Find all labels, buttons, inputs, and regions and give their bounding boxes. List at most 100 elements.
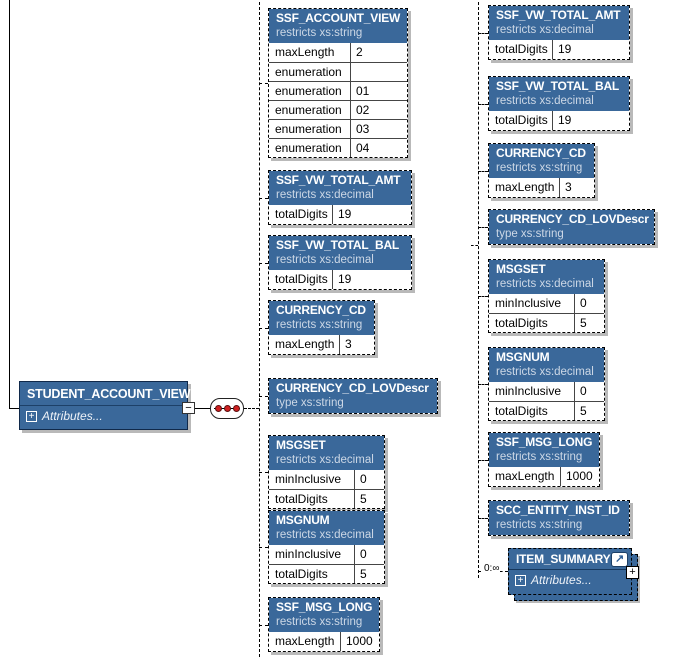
- child-connector-line: [259, 625, 268, 626]
- element-type-label: restricts xs:decimal: [276, 189, 374, 201]
- attributes-row[interactable]: + Attributes...: [509, 570, 631, 587]
- facet-value: [351, 63, 407, 81]
- element-box-student-account-view[interactable]: STUDENT_ACCOUNT_VIEW + Attributes...: [19, 381, 191, 430]
- facet-row: minInclusive 0: [269, 545, 384, 564]
- facet-name: maxLength: [269, 335, 340, 354]
- expand-toggle-icon[interactable]: +: [626, 566, 639, 579]
- facet-value: 2: [356, 45, 363, 59]
- facet-value: 19: [558, 42, 572, 56]
- collapse-toggle-icon[interactable]: −: [182, 402, 195, 414]
- rail-tick-line: [471, 245, 478, 246]
- facet-name: enumeration: [269, 120, 351, 138]
- element-title: CURRENCY_CD: [496, 146, 586, 160]
- facet-value: 19: [338, 272, 352, 286]
- facet-value: 19: [338, 207, 352, 221]
- facet-name: totalDigits: [269, 270, 333, 289]
- element-title: MSGSET: [496, 262, 546, 276]
- child-connector-line: [478, 518, 488, 519]
- element-type-label: restricts xs:decimal: [276, 529, 374, 541]
- parent-connector-line: [9, 0, 10, 408]
- element-title: ITEM_SUMMARY: [516, 552, 611, 566]
- connector-line: [195, 408, 210, 409]
- squared-plus-icon[interactable]: +: [26, 411, 37, 422]
- element-header: SSF_VW_TOTAL_AMT restricts xs:decimal: [269, 171, 411, 205]
- element-header: CURRENCY_CD restricts xs:string: [269, 301, 374, 335]
- facet-value: 03: [356, 122, 370, 136]
- reference-arrow-icon[interactable]: ↗: [611, 552, 628, 567]
- element-title: CURRENCY_CD_LOVDescr: [276, 381, 429, 395]
- element-header: CURRENCY_CD restricts xs:string: [489, 144, 594, 178]
- element-title: STUDENT_ACCOUNT_VIEW: [20, 382, 191, 406]
- facet-value: 01: [356, 84, 370, 98]
- element-type-label: restricts xs:string: [496, 162, 583, 174]
- child-connector-line: [478, 171, 488, 172]
- element-title: MSGSET: [276, 438, 326, 452]
- child-connector-line: [259, 83, 268, 84]
- element-box-item-summary-front[interactable]: ITEM_SUMMARY ↗ + Attributes...: [508, 548, 632, 595]
- facet-value: 5: [580, 404, 587, 418]
- facet-value: 0: [360, 472, 367, 486]
- child-connector-line: [478, 384, 488, 385]
- sequence-dot-icon: [224, 405, 231, 412]
- attributes-label: Attributes...: [531, 573, 592, 587]
- attributes-label: Attributes...: [42, 409, 103, 423]
- element-title: MSGNUM: [276, 513, 330, 527]
- element-box-ssf-vw-total-amt[interactable]: SSF_VW_TOTAL_AMT restricts xs:decimal tota…: [268, 170, 412, 225]
- facet-name: totalDigits: [269, 565, 355, 583]
- facet-value: 04: [356, 141, 370, 155]
- facet-row: enumeration: [269, 62, 407, 81]
- facet-name: minInclusive: [269, 545, 355, 564]
- sequence-compositor-icon[interactable]: [210, 398, 244, 419]
- element-header: MSGNUM restricts xs:decimal: [269, 511, 384, 545]
- facet-name: maxLength: [269, 632, 341, 651]
- facet-value: 0: [360, 547, 367, 561]
- element-title: SSF_ACCOUNT_VIEW: [276, 11, 401, 25]
- attributes-row[interactable]: + Attributes...: [20, 406, 187, 423]
- squared-plus-icon[interactable]: +: [515, 575, 526, 586]
- child-connector-line: [478, 227, 488, 228]
- facet-name: totalDigits: [269, 490, 355, 508]
- element-type-label: restricts xs:string: [276, 616, 363, 628]
- facet-row: totalDigits 19: [269, 270, 411, 289]
- element-box-item-summary[interactable]: ITEM_SUMMARY ↗ + Attributes...: [508, 548, 638, 601]
- element-type-label: restricts xs:decimal: [276, 254, 374, 266]
- element-title: SSF_VW_TOTAL_AMT: [276, 173, 401, 187]
- element-title: CURRENCY_CD: [276, 303, 366, 317]
- facet-name: maxLength: [489, 178, 560, 197]
- element-type-label: restricts xs:string: [276, 319, 363, 331]
